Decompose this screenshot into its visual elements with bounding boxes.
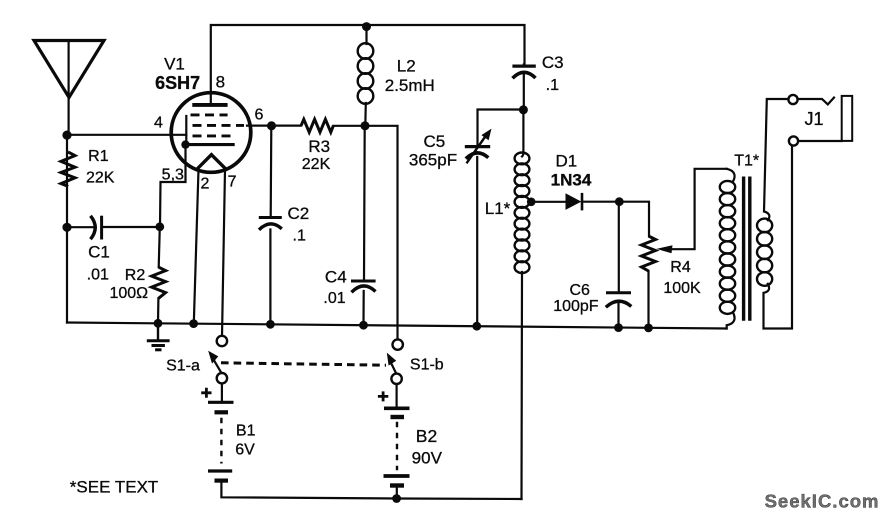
svg-text:D1: D1 <box>556 151 578 170</box>
svg-text:1N34: 1N34 <box>551 171 592 190</box>
svg-text:T1*: T1* <box>734 153 759 170</box>
svg-text:2.5mH: 2.5mH <box>385 76 435 95</box>
svg-text:L1*: L1* <box>485 199 511 218</box>
svg-text:J1: J1 <box>804 109 823 129</box>
svg-text:100K: 100K <box>663 280 701 297</box>
svg-text:R2: R2 <box>125 267 146 284</box>
svg-text:.01: .01 <box>323 290 345 307</box>
svg-text:6SH7: 6SH7 <box>155 73 200 93</box>
svg-text:C6: C6 <box>569 282 590 299</box>
svg-text:C2: C2 <box>288 204 310 223</box>
svg-text:B2: B2 <box>416 426 437 446</box>
svg-text:7: 7 <box>228 174 237 191</box>
svg-text:L2: L2 <box>397 57 416 76</box>
svg-text:100pF: 100pF <box>553 298 599 315</box>
svg-text:2: 2 <box>200 176 209 193</box>
svg-text:90V: 90V <box>412 449 443 468</box>
svg-text:6V: 6V <box>235 441 255 458</box>
svg-text:6: 6 <box>255 107 264 124</box>
svg-text:365pF: 365pF <box>409 151 457 170</box>
svg-text:R1: R1 <box>88 148 109 165</box>
svg-text:4: 4 <box>154 115 163 132</box>
svg-text:100Ω: 100Ω <box>109 285 148 302</box>
svg-text:.1: .1 <box>293 227 306 244</box>
svg-text:5,3: 5,3 <box>162 167 184 184</box>
svg-text:S1-a: S1-a <box>166 357 200 374</box>
svg-text:V1: V1 <box>164 54 185 73</box>
svg-text:8: 8 <box>216 73 225 92</box>
svg-text:.01: .01 <box>87 266 109 283</box>
svg-text:22K: 22K <box>86 170 115 187</box>
svg-text:C1: C1 <box>88 243 110 262</box>
svg-text:S1-b: S1-b <box>410 356 444 373</box>
svg-text:.1: .1 <box>546 77 559 94</box>
svg-text:C4: C4 <box>325 268 347 287</box>
svg-text:SeekIC.com: SeekIC.com <box>765 490 880 511</box>
svg-text:R3: R3 <box>308 137 330 156</box>
svg-text:*SEE TEXT: *SEE TEXT <box>70 478 159 497</box>
svg-text:22K: 22K <box>302 156 331 173</box>
svg-text:C3: C3 <box>542 53 564 72</box>
svg-text:R4: R4 <box>670 259 691 276</box>
svg-text:B1: B1 <box>236 423 256 440</box>
svg-text:C5: C5 <box>424 132 446 151</box>
